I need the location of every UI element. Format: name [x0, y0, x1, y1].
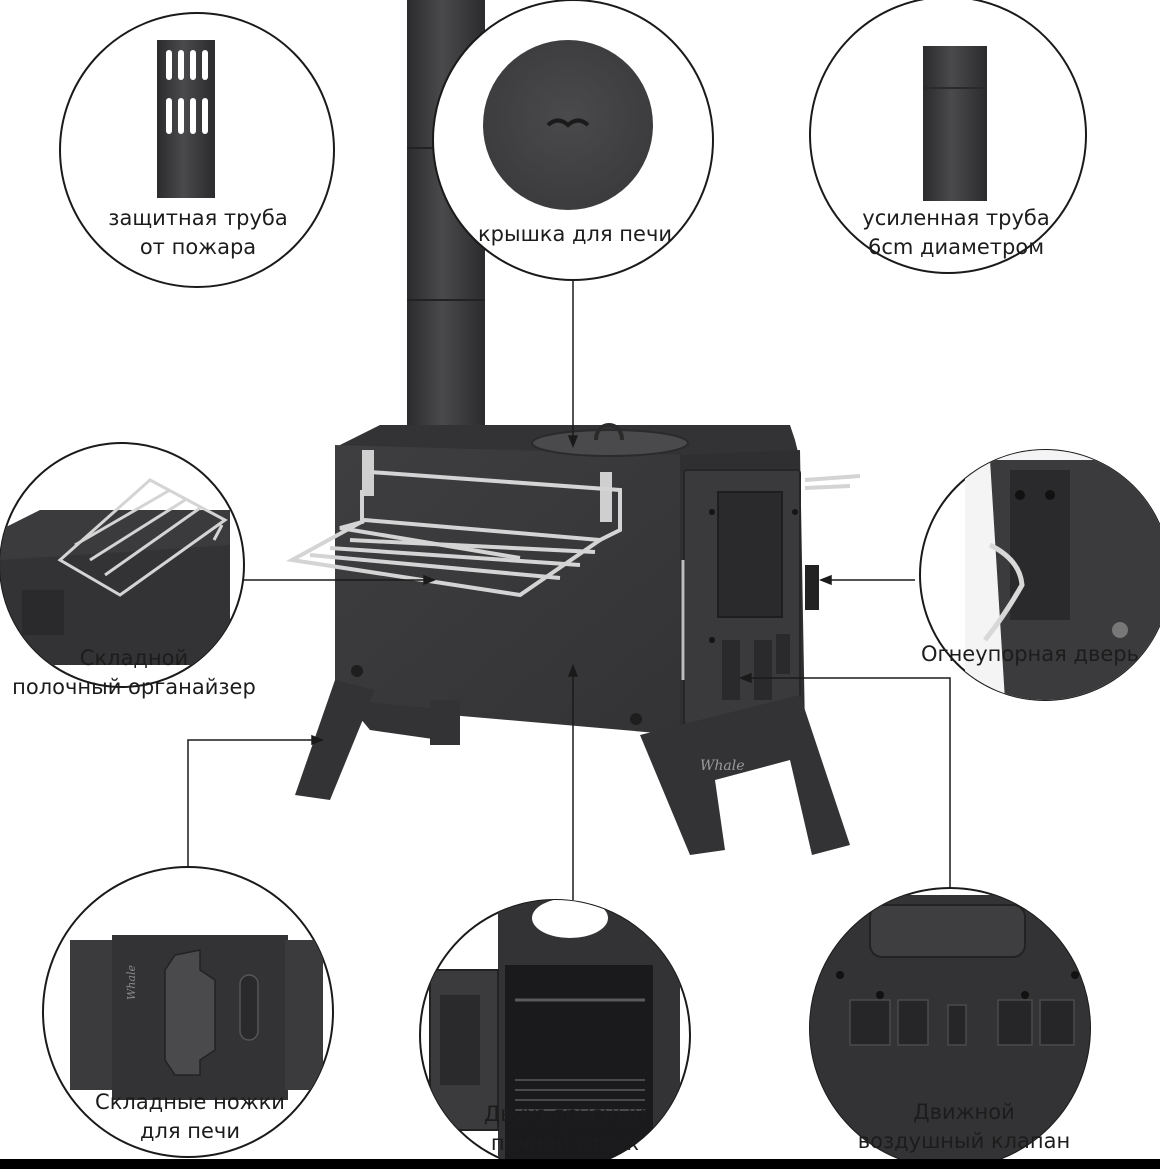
label-line-2: полочный органайзер: [12, 675, 256, 699]
stove-lid: [531, 429, 689, 457]
label-line-2: для печи: [140, 1119, 240, 1143]
pipe-icon: [923, 46, 987, 201]
label-reinforced-pipe: усиленная труба 6cm диаметром: [840, 204, 1072, 262]
label-stove-lid: крышка для печи: [460, 220, 690, 249]
label-fire-protection-pipe: защитная труба от пожара: [83, 204, 313, 262]
callout-fireproof-door: [919, 449, 1160, 701]
brand-logo-mark: Whale: [125, 965, 138, 1000]
leader-air-damper: [745, 677, 951, 888]
label-line-2: воздушный клапан: [857, 1129, 1071, 1153]
leader-lines: [187, 272, 951, 900]
label-line-2: от пожара: [139, 235, 257, 259]
stove-body: [335, 445, 680, 735]
label-line-1: Движной: [913, 1100, 1015, 1124]
stove-legs: Whale: [295, 680, 850, 855]
leader-folding-legs: [187, 739, 318, 868]
door-latch-icon: [983, 542, 1025, 642]
label-line-1: Складные ножки: [95, 1090, 285, 1114]
door-latch: [805, 565, 819, 610]
label-line-2: 6cm диаметром: [867, 235, 1045, 259]
label-air-damper: Движной воздушный клапан: [845, 1098, 1083, 1156]
callout-reinforced-pipe: [809, 0, 1087, 274]
label-folding-shelf: Складной полочный органайзер: [0, 644, 268, 702]
label-line-1: защитная труба: [108, 206, 288, 230]
label-line-1: Двухъярусный: [483, 1102, 647, 1126]
label-fireproof-door: Огнеупорная дверь: [905, 640, 1155, 669]
callout-two-tier-chamber: [419, 899, 691, 1171]
callout-fire-protection-pipe: [59, 12, 335, 288]
door-window: [717, 491, 783, 618]
label-line-1: усиленная труба: [862, 206, 1050, 230]
callout-folding-shelf: [0, 442, 245, 688]
callout-folding-legs: Whale: [42, 866, 334, 1158]
label-two-tier-chamber: Двухъярусный печной отсек: [450, 1100, 680, 1158]
label-line-2: печной отсек: [490, 1131, 640, 1155]
stove-main-illustration: Whale: [285, 0, 861, 855]
label-line-1: крышка для печи: [478, 222, 672, 246]
label-folding-legs: Складные ножки для печи: [75, 1088, 305, 1146]
fireproof-door: [681, 469, 819, 726]
brand-logo-mark: Whale: [700, 758, 745, 774]
lid-handle: [594, 423, 624, 441]
callout-stove-lid: [432, 0, 714, 281]
folding-shelf-rack: [285, 450, 861, 598]
callout-air-damper: [809, 887, 1091, 1169]
label-line-1: Складной: [79, 646, 189, 670]
bottom-border-bar: [0, 1159, 1160, 1169]
label-line-1: Огнеупорная дверь: [921, 642, 1139, 666]
